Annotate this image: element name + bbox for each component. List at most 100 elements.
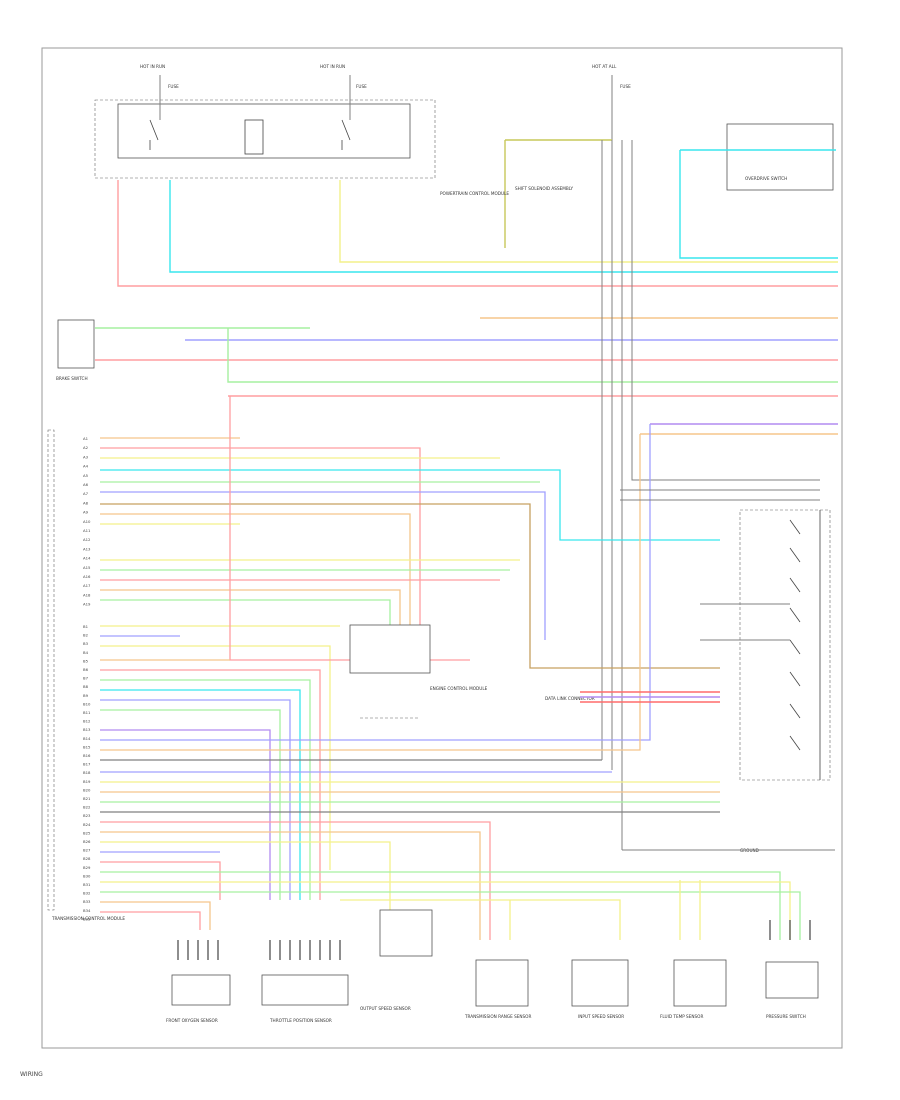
tcm-pin: B33 — [83, 899, 91, 904]
tcm-pin: B23 — [83, 813, 91, 818]
tcm-pin: A16 — [83, 574, 91, 579]
bottom-connector-stubs — [177, 920, 811, 960]
tcm-pin: B28 — [83, 856, 91, 861]
tcm-pin: A6 — [83, 482, 89, 487]
solenoid-assy-label: SHIFT SOLENOID ASSEMBLY — [515, 186, 574, 191]
tcm-pin: A18 — [83, 592, 91, 597]
tcm-pin: A8 — [83, 500, 89, 505]
tcm-pin: B30 — [83, 873, 91, 878]
component-1: FRONT OXYGEN SENSOR — [166, 974, 231, 1023]
overdrive-switch-box — [726, 123, 834, 191]
tcm-pin: B21 — [83, 796, 91, 801]
tcm-pin: A3 — [83, 454, 89, 459]
range-switch-contacts — [789, 510, 821, 780]
tcm-pin: B12 — [83, 719, 91, 724]
tcm-outline — [47, 429, 55, 911]
data-link-label: DATA LINK CONNECTOR — [545, 696, 595, 701]
hot-at-all-label: HOT AT ALL — [592, 64, 617, 69]
tcm-pin: A15 — [83, 565, 91, 570]
component-7: PRESSURE SWITCH — [765, 961, 819, 1019]
tcm-label: TRANSMISSION CONTROL MODULE — [51, 916, 125, 921]
component-2: THROTTLE POSITION SENSOR — [261, 974, 349, 1023]
tcm-pin: B14 — [83, 736, 91, 741]
relay-switch-1 — [149, 119, 159, 150]
tcm-pin: A2 — [83, 445, 89, 450]
tcm-pin: B22 — [83, 805, 91, 810]
svg-text:FLUID TEMP SENSOR: FLUID TEMP SENSOR — [660, 1014, 703, 1019]
tcm-pin: B10 — [83, 701, 91, 706]
tcm-pin: A1 — [83, 436, 89, 441]
tcm-pin: B11 — [83, 710, 91, 715]
wire-bundle-upper — [95, 139, 838, 435]
tcm-pin: B8 — [83, 684, 89, 689]
tcm-pin: B24 — [83, 822, 91, 827]
tcm-pin: B6 — [83, 667, 89, 672]
component-3: OUTPUT SPEED SENSOR — [360, 909, 433, 1011]
hot-in-run-label-b: HOT IN RUN — [320, 64, 345, 69]
component-5: INPUT SPEED SENSOR — [571, 959, 629, 1019]
tcm-pin: A10 — [83, 519, 91, 524]
tcm-pin: A17 — [83, 583, 91, 588]
tcm-pin: B7 — [83, 676, 89, 681]
tcm-connector-a: A1A2A3A4A5A6A7A8A9A10A11A12A13A14A15A16A… — [83, 436, 91, 607]
svg-text:OUTPUT SPEED SENSOR: OUTPUT SPEED SENSOR — [360, 1006, 411, 1011]
gray-bundle-right — [601, 140, 820, 850]
tcm-pin: A7 — [83, 491, 89, 496]
solenoid-connector-box — [349, 624, 431, 674]
wire-bundle-tcm — [100, 396, 801, 940]
tcm-pin: A11 — [83, 528, 91, 533]
tcm-pin: B20 — [83, 787, 91, 792]
data-link-wires — [580, 691, 720, 703]
pcm-relay-box — [117, 103, 411, 159]
svg-text:PRESSURE SWITCH: PRESSURE SWITCH — [766, 1014, 806, 1019]
fuse-box-top — [94, 99, 436, 179]
range-switch-feed — [620, 489, 820, 641]
tcm-pin: B31 — [83, 882, 91, 887]
tcm-pin: B4 — [83, 650, 89, 655]
tcm-pin: B9 — [83, 693, 89, 698]
tcm-pin: B25 — [83, 830, 91, 835]
tcm-pin: B27 — [83, 848, 91, 853]
tcm-pin: A13 — [83, 546, 91, 551]
diagram-border — [41, 47, 843, 1049]
component-6: FLUID TEMP SENSOR — [660, 959, 727, 1019]
pcm-block-label: POWERTRAIN CONTROL MODULE — [440, 191, 509, 196]
tcm-pin: B2 — [83, 633, 89, 638]
brake-switch-box — [57, 319, 95, 369]
tcm-pin: B32 — [83, 891, 91, 896]
tcm-pin: A4 — [83, 464, 89, 469]
tcm-pin: B19 — [83, 779, 91, 784]
tcm-pin: B29 — [83, 865, 91, 870]
svg-text:THROTTLE POSITION SENSOR: THROTTLE POSITION SENSOR — [269, 1018, 332, 1023]
tcm-pin: B3 — [83, 641, 89, 646]
overdrive-switch-label: OVERDRIVE SWITCH — [745, 176, 787, 181]
tcm-pin: B26 — [83, 839, 91, 844]
range-switch-outline — [739, 509, 831, 781]
component-4: TRANSMISSION RANGE SENSOR — [464, 959, 531, 1019]
tcm-pin: B35 — [83, 916, 91, 921]
tcm-pin: B13 — [83, 727, 91, 732]
tcm-pin: A5 — [83, 473, 89, 478]
hot-in-run-label-a: HOT IN RUN — [140, 64, 165, 69]
fuse-label-b: FUSE — [356, 84, 367, 89]
svg-text:TRANSMISSION RANGE SENSOR: TRANSMISSION RANGE SENSOR — [464, 1014, 531, 1019]
fuse-label-a: FUSE — [168, 84, 179, 89]
tcm-pin: B18 — [83, 770, 91, 775]
tcm-pin: A9 — [83, 510, 89, 515]
relay-switch-2 — [244, 119, 264, 155]
tcm-pin: B34 — [83, 908, 91, 913]
svg-text:INPUT SPEED SENSOR: INPUT SPEED SENSOR — [578, 1014, 624, 1019]
footer-label: WIRING — [20, 1071, 43, 1078]
svg-text:FRONT OXYGEN SENSOR: FRONT OXYGEN SENSOR — [166, 1018, 218, 1023]
brake-switch-label: BRAKE SWITCH — [56, 376, 88, 381]
tcm-pin: B16 — [83, 753, 91, 758]
tcm-pin: A12 — [83, 537, 91, 542]
fuse-label-c: FUSE — [620, 84, 631, 89]
tcm-pin: B1 — [83, 624, 89, 629]
tcm-pin: A14 — [83, 556, 91, 561]
tcm-pin: B17 — [83, 762, 91, 767]
tcm-pin: A19 — [83, 602, 91, 607]
tcm-connector-b: B1B2B3B4B5B6B7B8B9B10B11B12B13B14B15B16B… — [83, 624, 91, 921]
ecm-lower-label: ENGINE CONTROL MODULE — [430, 686, 488, 691]
